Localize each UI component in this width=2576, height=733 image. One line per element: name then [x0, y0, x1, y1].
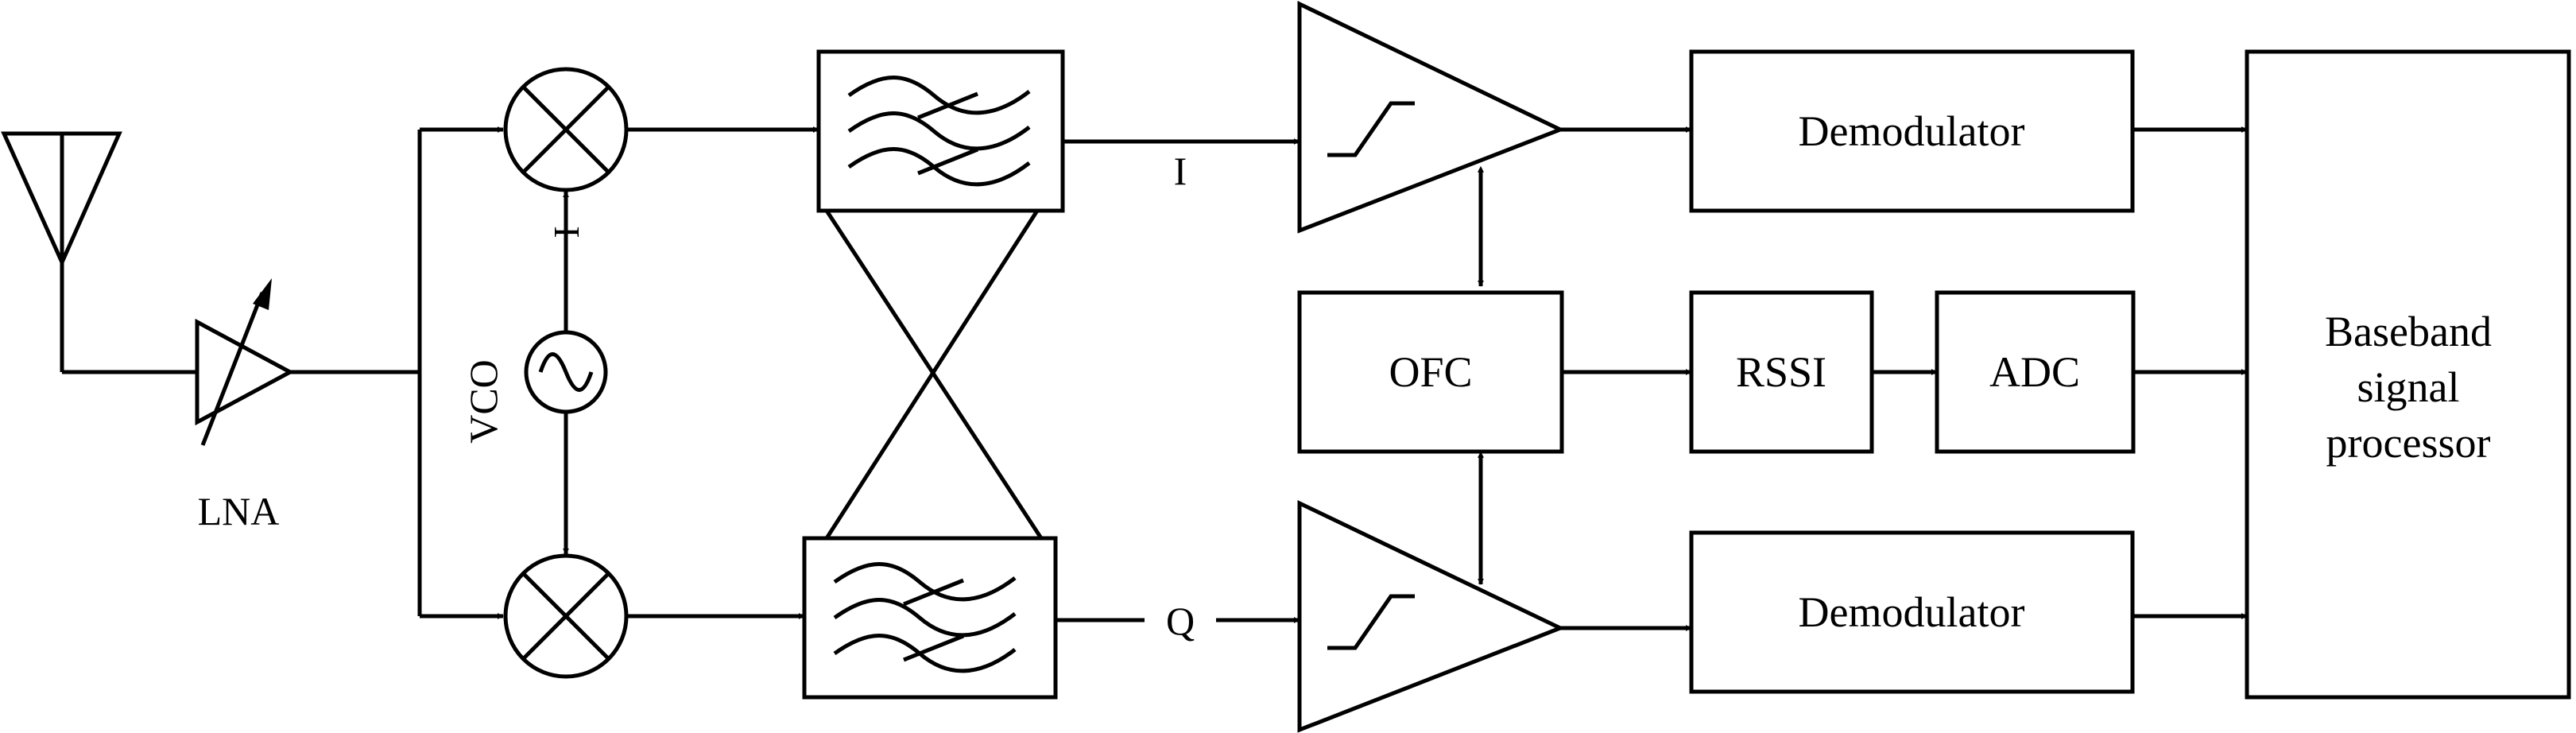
baseband-label-line2: signal [2357, 363, 2460, 411]
demodulator-bottom [1689, 530, 2135, 694]
antenna-icon [1, 131, 197, 374]
phase-tag-label: I [546, 226, 587, 238]
demodulator-bottom-label: Demodulator [1799, 588, 2025, 636]
limiting-amplifier-icon [1297, 500, 1566, 733]
adc-block [1935, 290, 2136, 454]
q-label-gap [1145, 592, 1216, 648]
vco-label: VCO [461, 359, 506, 444]
rssi-label: RSSI [1736, 348, 1826, 396]
filter-cross-connection [824, 209, 1044, 540]
lna-label: LNA [198, 489, 280, 533]
baseband-label-line1: Baseband [2325, 308, 2492, 355]
sine-source-icon [524, 191, 608, 555]
limiting-amplifier-icon [1297, 1, 1566, 234]
mixer-i [503, 67, 629, 192]
mixer-q [503, 553, 629, 679]
q-channel-label: Q [1166, 599, 1195, 643]
baseband-block [2245, 49, 2571, 700]
low-pass-filter-icon [802, 536, 1058, 700]
rssi-block [1689, 290, 1874, 454]
ofc-label: OFC [1389, 348, 1472, 396]
demodulator-top-label: Demodulator [1799, 107, 2025, 155]
rf-split-lines [290, 126, 504, 619]
i-channel-label: I [1174, 149, 1187, 193]
adc-label: ADC [1989, 348, 2080, 396]
baseband-label-line3: processor [2326, 419, 2491, 467]
ofc-block [1297, 290, 1564, 454]
low-pass-filter-icon [816, 49, 1065, 213]
variable-amplifier-icon [195, 278, 295, 446]
